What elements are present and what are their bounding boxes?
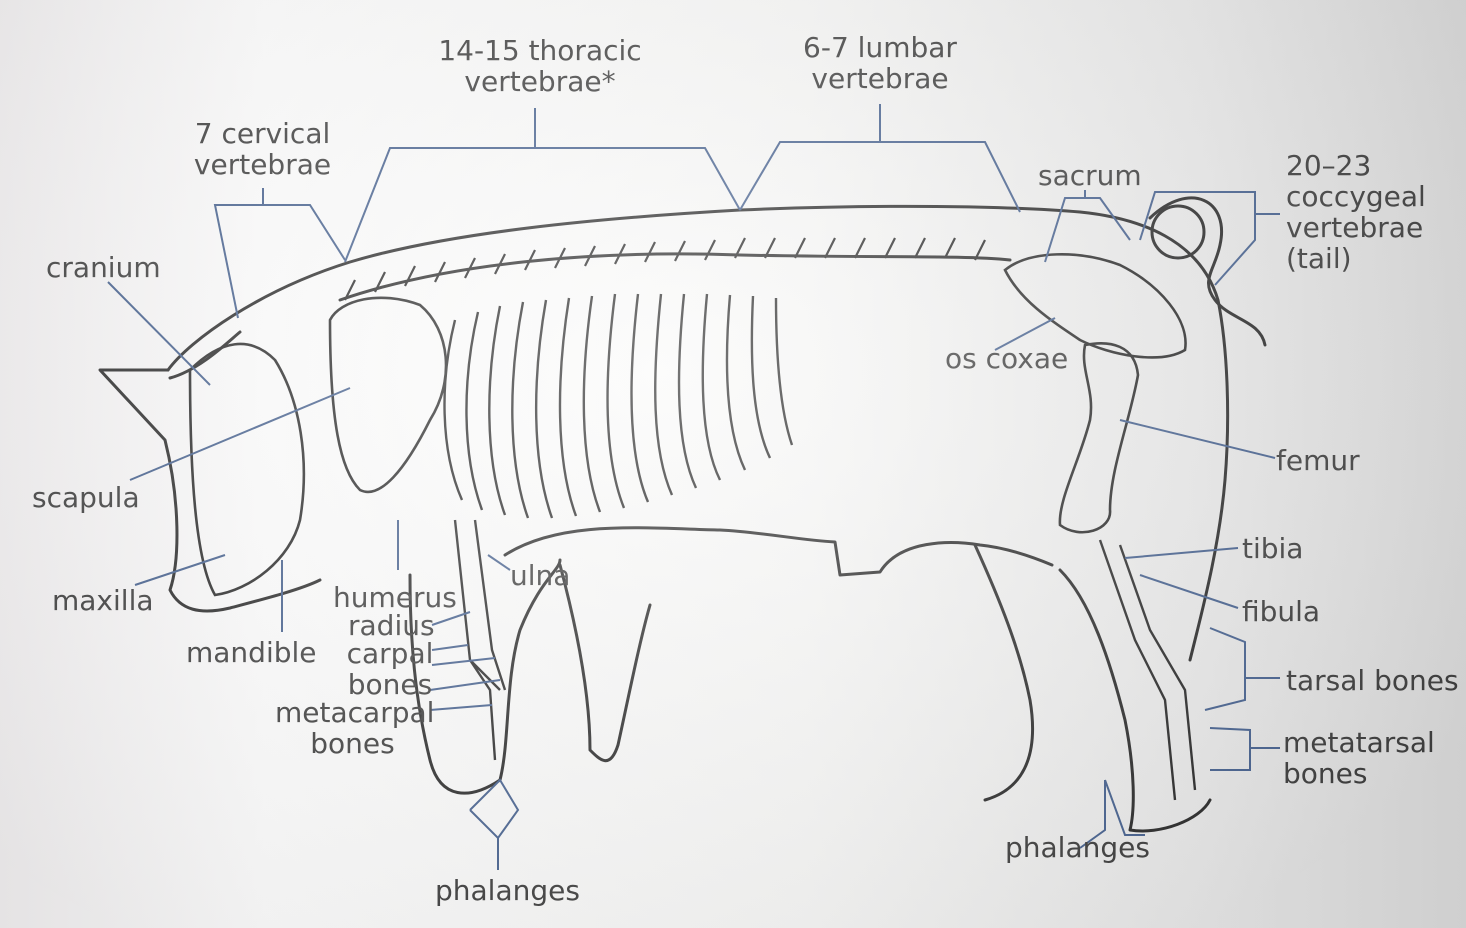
label-tibia: tibia	[1242, 533, 1303, 564]
label-ulna: ulna	[510, 560, 570, 591]
rib-cage	[445, 294, 792, 518]
belly-outline	[505, 528, 1052, 575]
label-phalanges-rear: phalanges	[1005, 832, 1150, 863]
tibia-leader	[1125, 548, 1238, 558]
femur-leader	[1120, 420, 1275, 458]
label-sacrum: sacrum	[1038, 160, 1142, 191]
label-cervical-vertebrae: 7 cervical vertebrae	[180, 118, 345, 180]
label-metatarsal-bones: metatarsal bones	[1283, 727, 1435, 789]
femur-bone	[1060, 343, 1138, 532]
tarsal-bracket	[1205, 628, 1280, 710]
fibula-leader	[1140, 575, 1238, 608]
label-scapula: scapula	[32, 482, 140, 513]
sacrum-leader	[1045, 190, 1130, 262]
front-leg-right	[560, 565, 650, 761]
label-maxilla: maxilla	[52, 585, 154, 616]
scapula-leader	[130, 388, 350, 480]
ulna-leader	[488, 555, 510, 570]
label-carpal-bones: carpal bones	[340, 638, 440, 700]
lumbar-bracket	[740, 104, 1020, 212]
scapula-bone	[330, 298, 446, 492]
maxilla-leader	[135, 555, 225, 585]
label-femur: femur	[1276, 445, 1360, 476]
rear-leg-right	[1060, 570, 1210, 831]
label-coccygeal-vertebrae: 20–23 coccygeal vertebrae (tail)	[1286, 150, 1426, 274]
phalanges-front-leader	[470, 780, 518, 870]
metatarsal-bracket	[1210, 728, 1280, 770]
label-tarsal-bones: tarsal bones	[1286, 665, 1459, 696]
front-leg-bones	[455, 520, 505, 760]
thoracic-bracket	[345, 108, 740, 262]
label-phalanges-front: phalanges	[435, 875, 580, 906]
rear-leg-bones	[1100, 540, 1195, 800]
tail-outline	[1150, 198, 1265, 345]
label-os-coxae: os coxae	[945, 343, 1068, 374]
vertebral-processes	[345, 238, 985, 300]
cervical-bracket	[215, 188, 345, 318]
label-mandible: mandible	[186, 637, 317, 668]
rear-leg-left	[975, 545, 1033, 800]
label-fibula: fibula	[1242, 596, 1320, 627]
carpal-bracket	[432, 645, 495, 665]
label-lumbar-vertebrae: 6-7 lumbar vertebrae	[790, 32, 970, 94]
label-thoracic-vertebrae: 14-15 thoracic vertebrae*	[425, 35, 655, 97]
body-outline	[168, 206, 1228, 660]
label-metacarpal-bones: metacarpal bones	[275, 697, 430, 759]
label-cranium: cranium	[46, 252, 161, 283]
